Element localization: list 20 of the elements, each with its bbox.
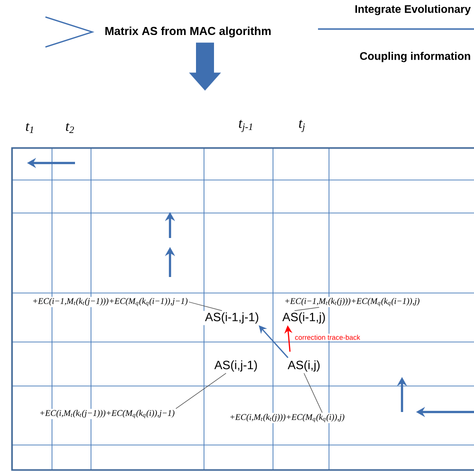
formula-text: +EC(i,M$_{t}$(k$_{t}$(j)))+EC(M$_{q}$(k$_{q}$(i)),j) [228,412,346,424]
formula-text: +EC(i,M$_{t}$(k$_{t}$(j−1)))+EC(M$_{q}$(k$_{q}$(i)),j−1) [38,408,176,420]
column-label: t$_{j-1}$ [238,120,252,132]
fraction-text: Coupling information [360,52,470,62]
cell-label: AS(i,j) [286,358,322,374]
formula-text: +EC(i−1,M$_{t}$(k$_{t}$(j−1)))+EC(M$_{q}$(k$_{q}$(i−1)),j−1) [31,296,189,308]
leader-line [294,307,320,311]
fraction-text: Integrate Evolutionary [355,4,471,16]
leader-line [188,302,222,311]
leader-line [304,373,323,413]
cell-label: AS(i-1,j) [280,310,328,326]
heading-text: Matrix AS from MAC algorithm [105,26,271,38]
column-label: t$_{j}$ [299,120,305,132]
block-arrow [189,42,221,91]
cell-label: AS(i,j-1) [212,358,260,374]
cell-label: AS(i-1,j-1) [204,310,260,326]
formula-text: +EC(i−1,M$_{t}$(k$_{t}$(j)))+EC(M$_{q}$(k$_{q}$(i−1)),j) [283,296,421,308]
column-label: t$_{1}$ [26,122,34,134]
leader-line [176,373,226,409]
column-label: t$_{2}$ [66,122,74,134]
